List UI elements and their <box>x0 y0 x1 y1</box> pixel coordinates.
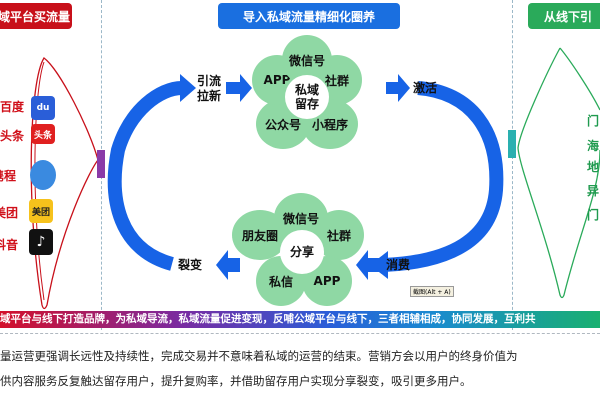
meituan-icon: 美团 <box>29 199 53 223</box>
center-header: 导入私域流量精细化圈养 <box>218 3 400 29</box>
right-connector <box>508 130 516 158</box>
flower-center: 分享 <box>280 230 324 274</box>
offline-item: 门 <box>587 208 600 222</box>
left-header: 域平台买流量 <box>0 3 72 29</box>
douyin-icon: ♪ <box>29 229 53 255</box>
left-funnel <box>30 57 99 310</box>
paragraph-line: 供内容服务反复触达留存用户，提升复购率，并借助留存用户实现分享裂变，吸引更多用户… <box>0 374 472 388</box>
platform-label: 美团 <box>0 206 19 220</box>
platform-label: 头条 <box>0 129 25 143</box>
offline-item: 地 <box>587 160 600 174</box>
step-attract: 引流拉新 <box>197 74 222 103</box>
baidu-icon: du <box>31 96 55 120</box>
offline-item: 异 <box>587 184 600 198</box>
offline-item: 海 <box>587 139 600 153</box>
flower-center: 私域留存 <box>285 75 329 119</box>
arrow-from-flower <box>386 74 410 102</box>
toutiao-icon: 头条 <box>31 124 55 144</box>
left-arrow-head <box>180 74 196 102</box>
screenshot-tooltip: 截图(Alt + A) <box>410 286 454 297</box>
arrow-to-fission <box>216 250 240 280</box>
step-activate: 激活 <box>413 81 438 95</box>
summary-banner: 域平台与线下打造品牌，为私域导流，私域流量促进变现，反哺公域平台与线下，三者相辅… <box>0 311 600 328</box>
right-header: 从线下引 <box>528 3 600 29</box>
arrow-to-flower <box>226 74 252 102</box>
step-fission: 裂变 <box>178 258 203 272</box>
right-loop-arrow <box>383 81 504 272</box>
arrow-to-bottom-flower <box>356 250 380 280</box>
left-funnel-inner <box>34 61 45 301</box>
left-connector <box>97 150 105 178</box>
platform-label: 携程 <box>0 169 17 183</box>
paragraph-line: 量运营更强调长远性及持续性，完成交易并不意味着私域的运营的结束。营销方会以用户的… <box>0 349 518 363</box>
divider-right <box>512 0 513 330</box>
platform-label: 百度 <box>0 100 25 114</box>
offline-item: 门 <box>587 114 600 128</box>
diagram-shapes <box>30 47 600 310</box>
divider-bottom <box>0 333 600 334</box>
right-funnel <box>517 47 600 299</box>
ctrip-icon <box>30 160 56 190</box>
platform-label: 抖音 <box>0 238 19 252</box>
step-consume: 消费 <box>386 258 411 272</box>
left-loop-arrow <box>107 81 183 271</box>
